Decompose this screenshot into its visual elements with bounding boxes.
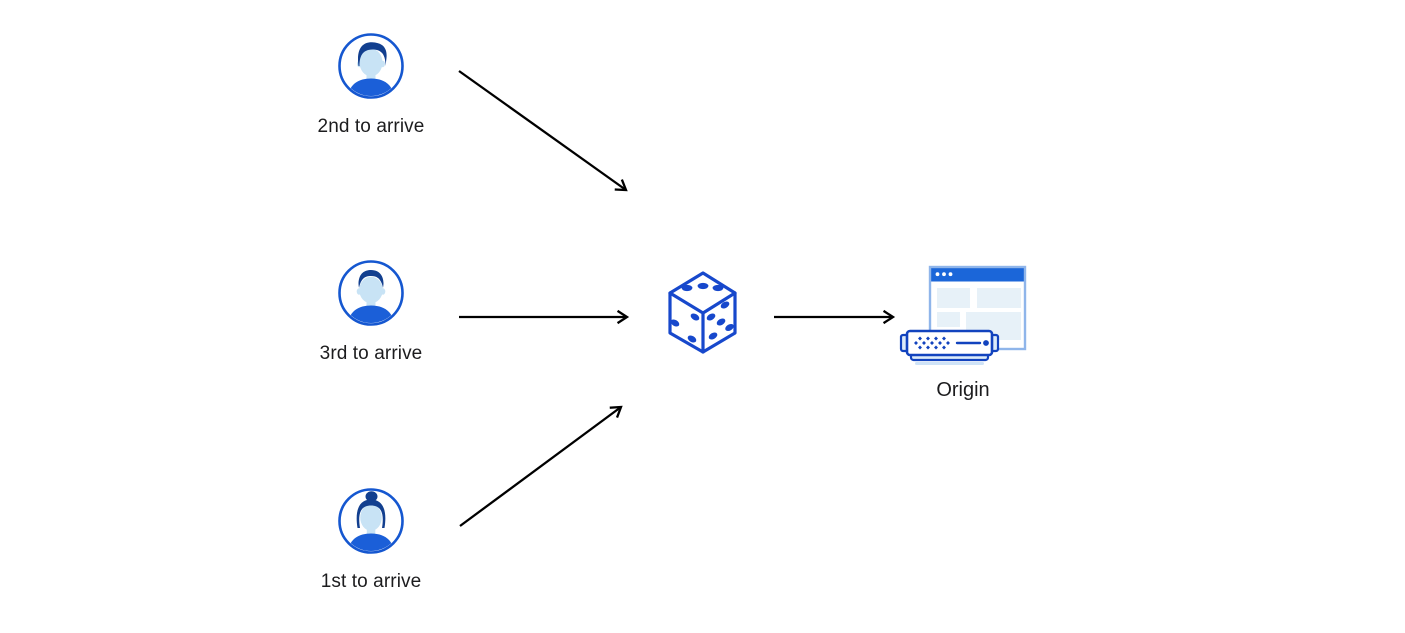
avatar-man-swept-hair-icon bbox=[338, 33, 404, 99]
client-node-1st: 1st to arrive bbox=[291, 488, 451, 593]
avatar-face bbox=[359, 48, 383, 77]
avatar-face bbox=[360, 504, 382, 531]
avatar-hair bbox=[356, 499, 386, 528]
origin-server-icon bbox=[899, 265, 1027, 365]
client-label-2nd: 2nd to arrive bbox=[317, 116, 425, 137]
client-label-1st: 1st to arrive bbox=[320, 571, 422, 592]
avatar-hair-bun bbox=[365, 491, 378, 502]
origin-label: Origin bbox=[936, 379, 990, 401]
server-led-dots bbox=[914, 336, 950, 350]
avatar-face bbox=[359, 276, 383, 304]
server-icon bbox=[899, 329, 1000, 365]
avatar-woman-bun-icon bbox=[338, 488, 404, 554]
client-node-2nd: 2nd to arrive bbox=[291, 33, 451, 138]
avatar-man-short-hair-icon bbox=[338, 260, 404, 326]
avatar-hair bbox=[357, 42, 387, 66]
origin-node: Origin bbox=[893, 262, 1033, 402]
arrow-client2-to-dice bbox=[458, 70, 628, 192]
dice-node bbox=[658, 263, 750, 361]
arrow-client1-to-dice bbox=[459, 405, 623, 527]
avatar-hair bbox=[358, 270, 384, 288]
dice-icon bbox=[668, 271, 737, 354]
client-node-3rd: 3rd to arrive bbox=[291, 260, 451, 365]
client-label-3rd: 3rd to arrive bbox=[319, 343, 423, 364]
